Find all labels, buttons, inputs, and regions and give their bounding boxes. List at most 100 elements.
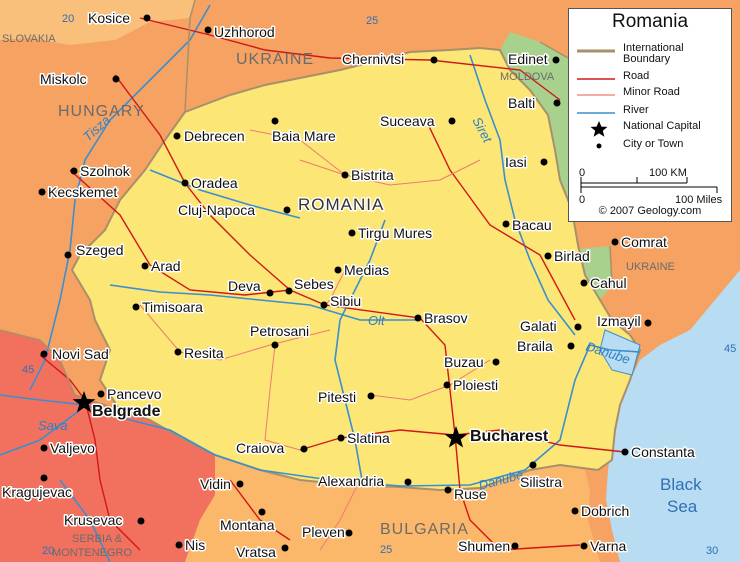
city-ploiesti[interactable]: Ploiesti xyxy=(443,376,500,395)
moldova-region xyxy=(500,32,612,300)
city-label: Dobrich xyxy=(581,503,629,519)
city-birlad[interactable]: Birlad xyxy=(544,247,591,266)
city-nis[interactable]: Nis xyxy=(175,536,207,555)
city-edinet[interactable]: Edinet xyxy=(507,50,560,69)
city-constanta[interactable]: Constanta xyxy=(621,443,697,462)
city-label: Shumen xyxy=(458,538,510,554)
city-label: Edinet xyxy=(508,51,548,67)
sea-label-sea: Sea xyxy=(667,497,698,516)
city-medias[interactable]: Medias xyxy=(334,261,391,280)
city-dot-icon xyxy=(544,252,552,260)
city-label: Vratsa xyxy=(236,544,276,560)
city-novi-sad[interactable]: Novi Sad xyxy=(40,345,110,364)
city-tirgu-mures[interactable]: Tirgu Mures xyxy=(348,224,434,243)
capital-label: Belgrade xyxy=(92,403,161,420)
city-dot-icon xyxy=(621,448,629,456)
city-dot-icon xyxy=(271,341,279,349)
city-kecskemet[interactable]: Kecskemet xyxy=(38,183,119,202)
city-dot-icon xyxy=(271,117,279,125)
city-belgrade[interactable]: Belgrade xyxy=(72,391,162,422)
city-deva[interactable]: Deva xyxy=(227,277,274,297)
city-bistrita[interactable]: Bistrita xyxy=(341,166,396,185)
city-kragujevac[interactable]: Kragujevac xyxy=(1,474,74,502)
city-baia-mare[interactable]: Baia Mare xyxy=(271,117,338,146)
city-iasi[interactable]: Iasi xyxy=(504,153,548,172)
city-label: Izmayil xyxy=(597,313,641,329)
city-miskolc[interactable]: Miskolc xyxy=(39,70,120,89)
city-petrosani[interactable]: Petrosani xyxy=(249,322,311,349)
city-dobrich[interactable]: Dobrich xyxy=(571,502,631,521)
city-uzhhorod[interactable]: Uzhhorod xyxy=(204,23,276,42)
city-cahul[interactable]: Cahul xyxy=(580,274,628,293)
city-chernivtsi[interactable]: Chernivtsi xyxy=(341,50,438,69)
road-number: 45 xyxy=(724,343,736,355)
city-label: Szeged xyxy=(76,242,123,258)
city-szeged[interactable]: Szeged xyxy=(64,241,125,260)
road-number: 20 xyxy=(62,13,74,25)
legend-label: River xyxy=(623,104,649,116)
river-label-sava: Sava xyxy=(38,418,68,433)
city-pitesti[interactable]: Pitesti xyxy=(317,388,375,407)
road-number: 45 xyxy=(22,364,34,376)
city-resita[interactable]: Resita xyxy=(174,344,225,363)
city-dot-icon xyxy=(348,229,356,237)
city-bucharest[interactable]: Bucharest xyxy=(444,426,550,448)
city-debrecen[interactable]: Debrecen xyxy=(173,127,246,146)
city-balti[interactable]: Balti xyxy=(507,94,561,113)
city-kosice[interactable]: Kosice xyxy=(87,9,151,28)
city-label: Suceava xyxy=(380,113,435,129)
city-varna[interactable]: Varna xyxy=(580,537,628,556)
city-brasov[interactable]: Brasov xyxy=(414,309,469,328)
city-label: Bistrita xyxy=(351,167,394,183)
city-krusevac[interactable]: Krusevac xyxy=(63,511,145,530)
capital-label: Bucharest xyxy=(470,428,549,445)
city-dot-icon xyxy=(511,542,519,550)
legend-item-river: River xyxy=(575,105,725,121)
city-label: Miskolc xyxy=(40,71,87,87)
city-label: Cluj-Napoca xyxy=(178,202,255,218)
city-oradea[interactable]: Oradea xyxy=(181,174,239,193)
city-szolnok[interactable]: Szolnok xyxy=(70,162,132,181)
city-label: Cahul xyxy=(590,275,627,291)
city-dot-icon xyxy=(448,117,456,125)
city-vidin[interactable]: Vidin xyxy=(199,475,244,494)
city-silistra[interactable]: Silistra xyxy=(519,461,564,492)
city-label: Ploiesti xyxy=(453,377,498,393)
city-suceava[interactable]: Suceava xyxy=(379,112,456,131)
city-izmayil[interactable]: Izmayil xyxy=(596,312,652,331)
city-sibiu[interactable]: Sibiu xyxy=(320,292,363,311)
city-label: Uzhhorod xyxy=(214,24,275,40)
city-vratsa[interactable]: Vratsa xyxy=(235,543,289,562)
city-cluj-napoca[interactable]: Cluj-Napoca xyxy=(177,201,291,220)
city-valjevo[interactable]: Valjevo xyxy=(40,439,97,458)
city-pancevo[interactable]: Pancevo xyxy=(97,385,163,404)
city-galati[interactable]: Galati xyxy=(519,317,582,336)
city-braila[interactable]: Braila xyxy=(516,337,575,356)
city-alexandria[interactable]: Alexandria xyxy=(317,472,412,491)
country-label-ukraine-south: UKRAINE xyxy=(626,261,675,273)
city-comrat[interactable]: Comrat xyxy=(611,233,669,252)
city-arad[interactable]: Arad xyxy=(141,257,182,276)
city-slatina[interactable]: Slatina xyxy=(337,429,392,448)
city-label: Novi Sad xyxy=(52,346,109,362)
city-pleven[interactable]: Pleven xyxy=(301,523,353,542)
city-dot-icon xyxy=(367,392,375,400)
city-dot-icon xyxy=(40,350,48,358)
city-bacau[interactable]: Bacau xyxy=(502,216,553,235)
city-timisoara[interactable]: Timisoara xyxy=(132,298,205,317)
city-dot-icon xyxy=(571,507,579,515)
city-sebes[interactable]: Sebes xyxy=(285,275,335,295)
city-ruse[interactable]: Ruse xyxy=(444,485,488,504)
city-dot-icon xyxy=(281,544,289,552)
city-dot-icon xyxy=(173,132,181,140)
city-montana[interactable]: Montana xyxy=(219,508,276,535)
city-craiova[interactable]: Craiova xyxy=(235,439,308,458)
city-dot-icon xyxy=(540,158,548,166)
city-dot-icon xyxy=(341,171,349,179)
city-buzau[interactable]: Buzau xyxy=(443,353,500,372)
city-dot-icon xyxy=(64,251,72,259)
city-shumen[interactable]: Shumen xyxy=(457,537,519,556)
minor-road-line-icon xyxy=(577,94,615,96)
scale-km-label: 100 KM xyxy=(649,167,687,179)
